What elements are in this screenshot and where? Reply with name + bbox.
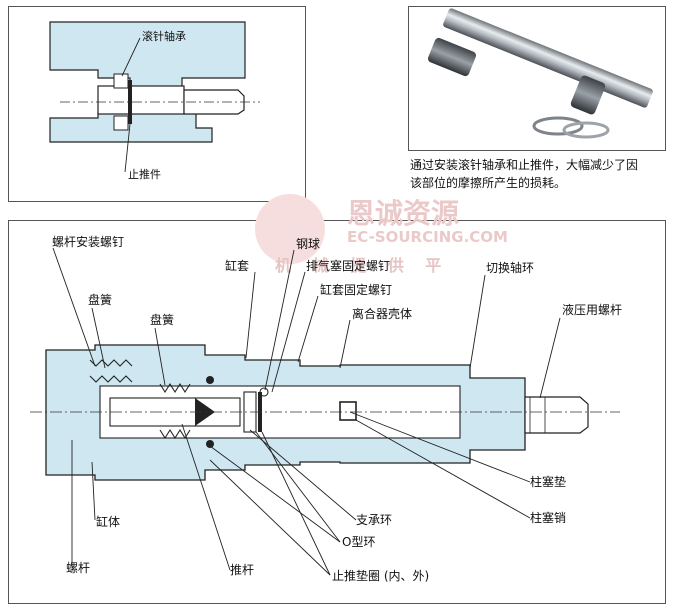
leader-disc-spring-1 [91, 307, 106, 369]
leader-thrust-washer-a [209, 459, 331, 576]
shaft-gear [570, 75, 606, 115]
leader-o-ring-b [255, 431, 341, 543]
leader-steel-ball [264, 249, 295, 391]
leader-thrust-washer-b [261, 431, 331, 576]
label-steel-ball: 钢球 [296, 237, 320, 251]
leader-clutch-housing [339, 319, 351, 369]
label-screw-mount-bolt: 螺杆安装螺钉 [52, 234, 124, 249]
label-o-ring: O型环 [342, 535, 375, 549]
leader-hydraulic-screw [539, 317, 561, 399]
shaft-thread [427, 37, 477, 77]
o-ring-shape-2 [206, 440, 214, 448]
label-clutch-housing: 离合器壳体 [352, 306, 412, 321]
leader-vent-plug-screw [271, 271, 306, 393]
leader-cylinder-sleeve [245, 271, 256, 359]
shaft-body [97, 85, 185, 115]
label-needle-bearing: 滚针轴承 [142, 29, 186, 43]
label-vent-plug-screw: 排气塞固定螺钉 [306, 258, 390, 273]
leader-support-ring [249, 429, 357, 521]
thrust-washer-photo-1 [532, 116, 584, 136]
photo-caption: 通过安装滚针轴承和止推件，大幅减少了因 该部位的摩擦所产生的损耗。 [410, 156, 672, 192]
leader-switch-ring [469, 274, 486, 369]
label-cylinder-sleeve: 缸套 [225, 258, 249, 273]
needle-bearing-lower [113, 115, 129, 131]
label-screw-rod: 螺杆 [66, 561, 90, 575]
label-hydraulic-screw: 液压用螺杆 [562, 302, 622, 317]
leader-o-ring-a [209, 445, 341, 543]
label-thrust-washer: 止推垫圈 (内、外) [332, 568, 429, 583]
label-disc-spring-1: 盘簧 [88, 292, 112, 307]
assembly-drawing: 螺杆安装螺钉 盘簧 盘簧 缸套 钢球 排气塞固定螺钉 缸套固定螺钉 离合器壳体 … [30, 234, 622, 583]
thrust-piece [128, 80, 132, 124]
leader-piston-pad [349, 411, 531, 483]
needle-bearing-upper [113, 73, 129, 89]
label-disc-spring-2: 盘簧 [150, 312, 174, 327]
leader-screw-mount-bolt [52, 247, 96, 367]
watermark-sub: 机 械 提 供 平 [275, 256, 450, 275]
disc-spring-stack-right [159, 382, 191, 440]
leader-push-rod [181, 423, 231, 571]
watermark-brand-en: EC-SOURCING.COM [347, 228, 508, 246]
o-ring-shape-1 [206, 376, 214, 384]
piston-pin-shape [339, 401, 357, 421]
photo-caption-line-2: 该部位的摩擦所产生的损耗。 [410, 176, 567, 190]
label-piston-pad: 柱塞垫 [530, 474, 566, 489]
shaft-photo [427, 8, 653, 139]
label-sleeve-fix-screw: 缸套固定螺钉 [320, 282, 392, 297]
label-cylinder-body: 缸体 [96, 514, 120, 529]
leader-stopper [124, 123, 131, 173]
watermark-brand-cn: 恩诚资源 [347, 197, 460, 230]
bearing-section-drawing: 滚针轴承 止推件 [49, 21, 260, 181]
label-stopper: 止推件 [128, 167, 161, 181]
leader-disc-spring-2 [154, 327, 166, 386]
label-push-rod: 推杆 [230, 563, 254, 577]
watermark-logo-icon [255, 194, 325, 264]
photo-caption-line-1: 通过安装滚针轴承和止推件，大幅减少了因 [410, 158, 639, 172]
leader-cylinder-body [91, 461, 96, 521]
label-switch-ring: 切换轴环 [486, 260, 534, 275]
watermark: 恩诚资源 EC-SOURCING.COM 机 械 提 供 平 [255, 190, 515, 280]
leader-sleeve-fix-screw [297, 295, 319, 363]
hydraulic-screw-shaft [524, 396, 589, 434]
leader-piston-pin [355, 419, 531, 519]
disc-spring-stack-left [89, 359, 133, 383]
leader-needle-bearing [121, 37, 141, 77]
label-support-ring: 支承环 [356, 513, 392, 527]
label-piston-pin: 柱塞销 [530, 510, 566, 525]
thrust-washer-photo-2 [562, 121, 610, 139]
